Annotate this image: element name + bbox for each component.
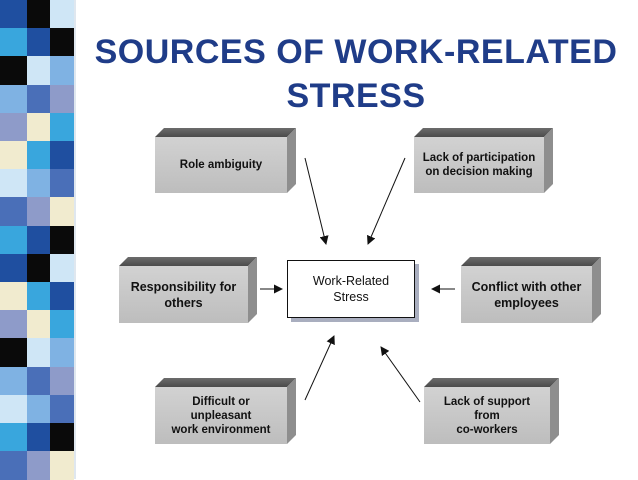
stripe-tile: [27, 28, 50, 57]
stripe-tile: [50, 338, 74, 368]
source-role-ambiguity: Role ambiguity: [155, 128, 296, 193]
stripe-tile: [27, 451, 50, 480]
stripe-tile: [50, 0, 74, 29]
stripe-tile: [27, 394, 50, 424]
conflict-line-2: employees: [494, 295, 559, 310]
stripe-edge: [74, 0, 76, 479]
stripe-tile: [50, 394, 74, 424]
stripe-tile: [50, 282, 74, 311]
stripe-tile: [50, 366, 74, 396]
source-lack-participation: Lack of participation on decision making: [414, 128, 553, 193]
stripe-tile: [0, 310, 27, 339]
stripe-tile: [0, 56, 27, 86]
stripe-tile: [27, 84, 50, 114]
center-line-2: Stress: [333, 290, 369, 304]
stripe-tile: [27, 310, 50, 339]
stripe-tile: [0, 141, 27, 170]
center-box-work-related-stress: Work-Related Stress: [287, 260, 415, 318]
stripe-tile: [27, 141, 50, 170]
stripe-tile: [0, 394, 27, 424]
conflict-line-1: Conflict with other: [471, 279, 582, 294]
stripe-tile: [0, 451, 27, 480]
stripe-tile: [27, 366, 50, 396]
stripe-tile: [27, 0, 50, 29]
stripe-tile: [0, 282, 27, 311]
stripe-tile: [0, 112, 27, 142]
stripe-tile: [50, 56, 74, 86]
responsibility-line-2: others: [164, 295, 203, 310]
stripe-tile: [50, 141, 74, 170]
title-line-2: STRESS: [286, 77, 426, 115]
title-line-1: SOURCES OF WORK-RELATED: [94, 33, 618, 71]
stripe-tile: [50, 169, 74, 198]
arrow-work-environment: [304, 335, 335, 401]
stripe-tile: [0, 423, 27, 452]
stripe-tile: [0, 253, 27, 283]
stripe-tile: [0, 197, 27, 227]
stripe-tile: [50, 84, 74, 114]
stripe-tile: [0, 366, 27, 396]
work-environment-line-1: Difficult or unpleasant: [190, 395, 252, 422]
stripe-tile: [50, 28, 74, 57]
stripe-tile: [27, 338, 50, 368]
stripe-tile: [0, 225, 27, 255]
source-conflict: Conflict with other employees: [461, 257, 601, 323]
arrow-role-ambiguity: [304, 157, 329, 245]
stripe-tile: [27, 225, 50, 255]
source-work-environment: Difficult or unpleasant work environment: [155, 378, 296, 444]
stripe-tile: [50, 112, 74, 142]
stripe-tile: [27, 197, 50, 227]
work-environment-line-2: work environment: [171, 423, 271, 436]
center-line-1: Work-Related: [312, 274, 390, 288]
slide-title: SOURCES OF WORK-RELATED STRESS: [80, 30, 632, 118]
stripe-tile: [0, 28, 27, 57]
stripe-tile: [27, 169, 50, 198]
lack-support-line-1: Lack of support from: [443, 395, 531, 422]
stripe-tile: [27, 282, 50, 311]
stripe-tile: [27, 56, 50, 86]
responsibility-line-1: Responsibility for: [130, 279, 237, 294]
stripe-tile: [0, 0, 27, 29]
lack-participation-line-1: Lack of participation: [422, 152, 536, 164]
stripe-tile: [50, 310, 74, 339]
stripe-tile: [0, 169, 27, 198]
stripe-tile: [50, 197, 74, 227]
stripe-tile: [27, 423, 50, 452]
stripe-tile: [50, 423, 74, 452]
stripe-tile: [0, 84, 27, 114]
lack-support-line-2: co-workers: [456, 423, 518, 436]
role-ambiguity-line-1: Role ambiguity: [179, 159, 263, 171]
decorative-stripe: [0, 0, 74, 480]
stripe-tile: [50, 253, 74, 283]
stripe-tile: [50, 225, 74, 255]
stripe-tile: [0, 338, 27, 368]
stripe-tile: [27, 112, 50, 142]
source-lack-support: Lack of support from co-workers: [424, 378, 559, 444]
arrow-lack-participation: [367, 157, 406, 245]
arrow-lack-support: [380, 346, 421, 403]
lack-participation-line-2: on decision making: [425, 166, 533, 178]
source-responsibility: Responsibility for others: [119, 257, 257, 323]
stripe-tile: [50, 451, 74, 480]
stripe-tile: [27, 253, 50, 283]
